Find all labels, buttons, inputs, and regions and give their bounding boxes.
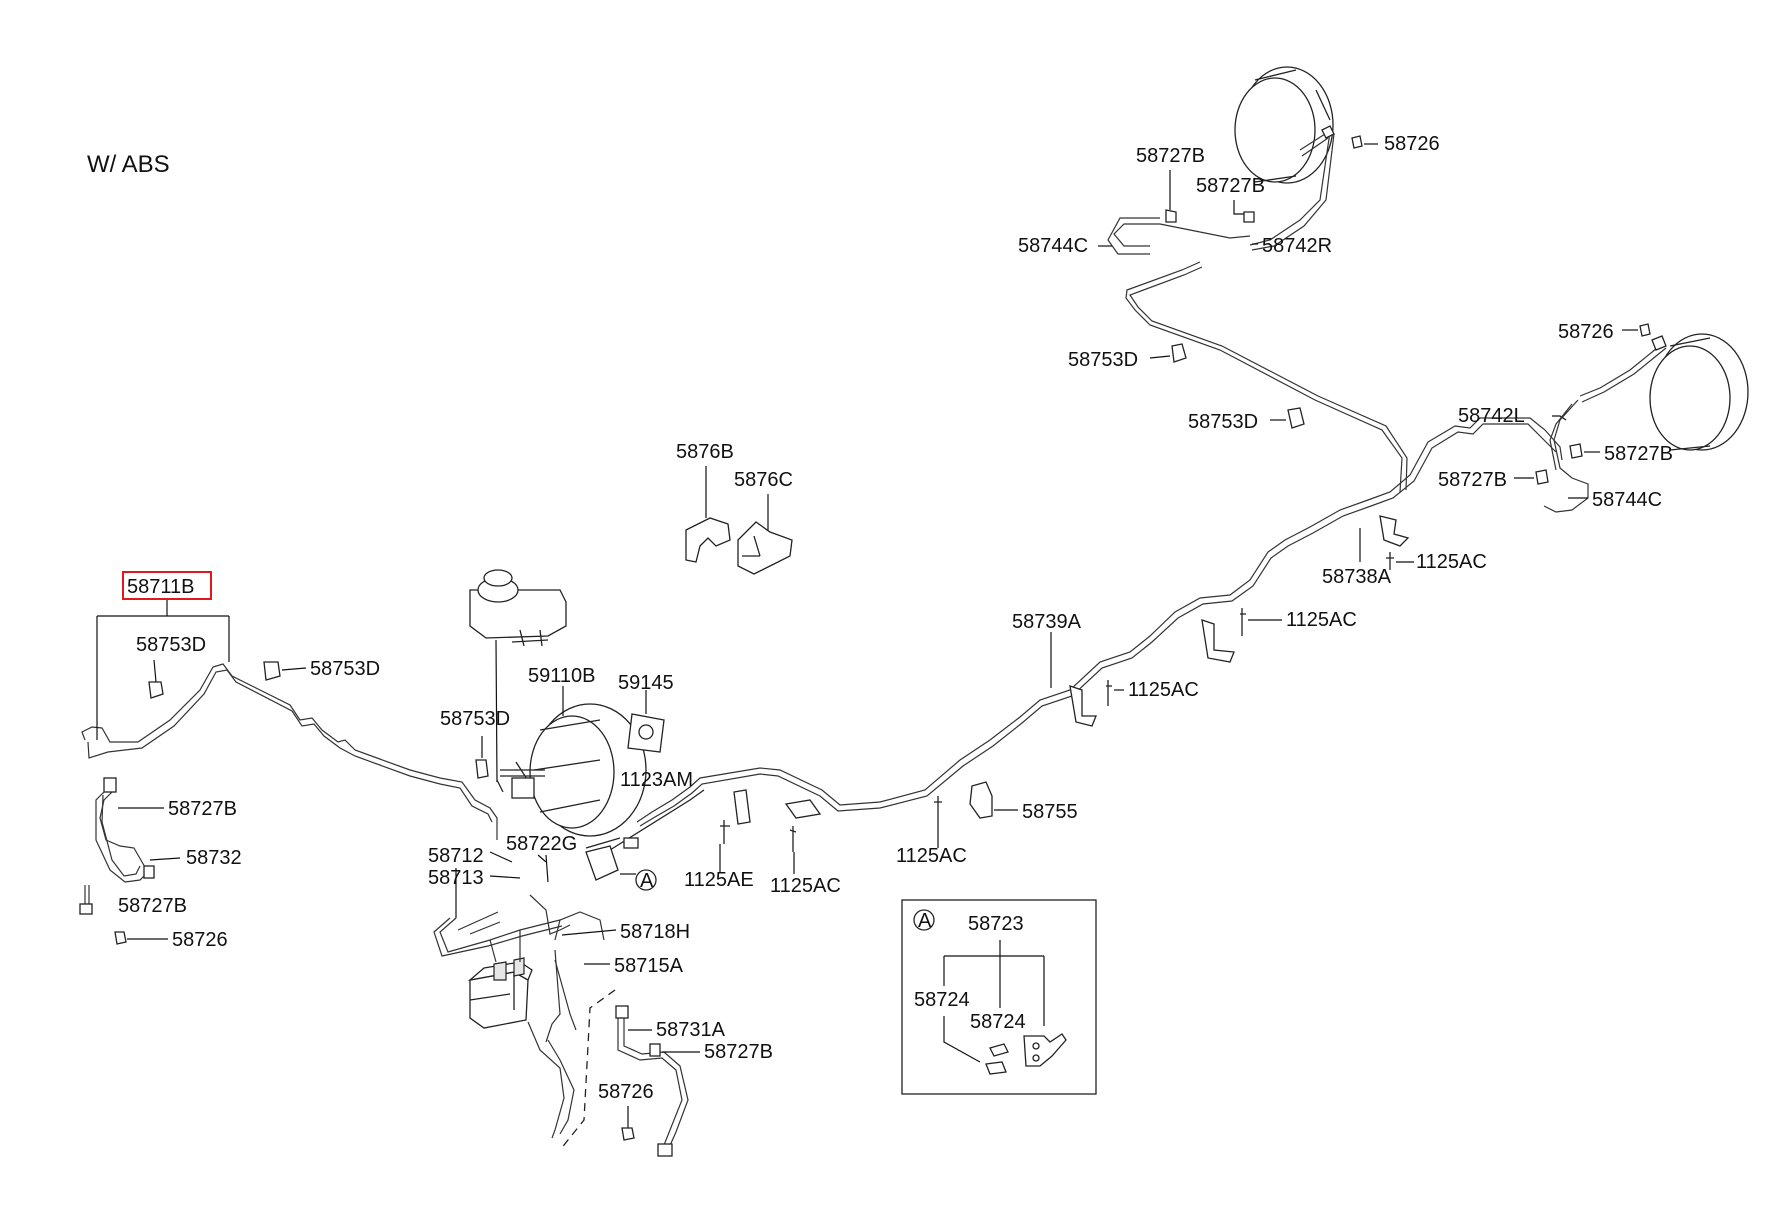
label-59110B[interactable]: 59110B bbox=[528, 665, 595, 687]
label-58727B-right[interactable]: 58727B bbox=[1604, 443, 1673, 465]
label-58742R[interactable]: 58742R bbox=[1262, 235, 1332, 257]
label-58744C-right[interactable]: 58744C bbox=[1592, 489, 1662, 511]
mount-bracket-58723 bbox=[1023, 1033, 1067, 1067]
label-58753D-right[interactable]: 58753D bbox=[1188, 411, 1258, 433]
label-58738A[interactable]: 58738A bbox=[1322, 566, 1392, 588]
label-58727B-right-lower[interactable]: 58727B bbox=[1438, 469, 1507, 491]
label-58755[interactable]: 58755 bbox=[1022, 801, 1078, 823]
fitting-58727B-rear-left bbox=[649, 1043, 661, 1057]
bolt-58726-rear-right bbox=[1351, 135, 1363, 149]
fitting-58731A bbox=[615, 1005, 629, 1019]
bushing-upper bbox=[989, 1043, 1009, 1057]
label-58726-rear-left-top[interactable]: 58726 bbox=[1558, 321, 1614, 343]
label-1125AC-lower[interactable]: 1125AC bbox=[896, 845, 967, 867]
diagram-title: W/ ABS bbox=[87, 151, 170, 178]
bracket-5876B bbox=[685, 517, 731, 563]
label-58718H[interactable]: 58718H bbox=[620, 921, 690, 943]
label-58727B-lower-left[interactable]: 58727B bbox=[118, 895, 187, 917]
callout-marker-label: A bbox=[640, 870, 654, 892]
reservoir-cap-top bbox=[483, 569, 513, 587]
detail-inset-A: A 58723 58724 58724 bbox=[901, 899, 1097, 1095]
highlight-box-58711B bbox=[122, 571, 212, 600]
label-58715A[interactable]: 58715A bbox=[614, 955, 684, 977]
label-58744C-top[interactable]: 58744C bbox=[1018, 235, 1088, 257]
clip-1125AC-mid bbox=[784, 799, 822, 819]
label-5876B[interactable]: 5876B bbox=[676, 441, 734, 463]
detail-box bbox=[901, 899, 1097, 1095]
label-58753D-upper[interactable]: 58753D bbox=[310, 658, 380, 680]
label-59145[interactable]: 59145 bbox=[618, 672, 674, 694]
bracket-group: 5876B 5876C bbox=[676, 441, 793, 575]
bolt-58726-left bbox=[114, 931, 127, 945]
middle-fasteners: 1125AE 1125AC 1125AC 58755 1125AC 1125AC… bbox=[684, 515, 1487, 897]
label-1125AE[interactable]: 1125AE bbox=[684, 869, 754, 891]
rear-right-brake: 58726 58727B 58727B 58744C 58742R 58753D… bbox=[1018, 66, 1440, 433]
inset-marker-A bbox=[913, 909, 935, 931]
label-58732[interactable]: 58732 bbox=[186, 847, 242, 869]
fitting-58727B-top-b bbox=[1243, 211, 1255, 223]
label-58727B-top-a[interactable]: 58727B bbox=[1136, 145, 1205, 167]
fitting-58727B-right bbox=[1569, 443, 1583, 459]
label-58723[interactable]: 58723 bbox=[968, 913, 1024, 935]
label-58724-a[interactable]: 58724 bbox=[914, 989, 970, 1011]
label-58726-left[interactable]: 58726 bbox=[172, 929, 228, 951]
clip-58753D-left bbox=[148, 681, 164, 699]
front-left-hose: 58711B 58753D 58753D 58727B 58732 58727B… bbox=[79, 571, 380, 951]
label-1125AC-center[interactable]: 1125AC bbox=[1286, 609, 1357, 631]
bolt-58726-rear-left-top bbox=[1639, 323, 1651, 337]
gasket-59145 bbox=[627, 713, 665, 753]
label-58726-rear-right[interactable]: 58726 bbox=[1384, 133, 1440, 155]
bracket-58755 bbox=[969, 781, 993, 819]
label-58711B[interactable]: 58711B bbox=[127, 576, 194, 598]
main-brake-pipes bbox=[81, 261, 1563, 912]
fitting-hose-rear-left bbox=[657, 1143, 673, 1157]
fitting-58727B-left bbox=[103, 777, 117, 793]
booster-face bbox=[529, 715, 615, 829]
label-58712[interactable]: 58712 bbox=[428, 845, 484, 867]
clip-58753D-mid bbox=[475, 759, 489, 779]
label-58727B-rear-left[interactable]: 58727B bbox=[704, 1041, 773, 1063]
fitting-hose-end bbox=[79, 903, 93, 915]
fitting-58727B-top-a bbox=[1165, 209, 1177, 223]
master-cylinder-group: 59110B 59145 58753D 1123AM A 58712 58713… bbox=[428, 569, 773, 1157]
bracket-5876C bbox=[737, 521, 793, 575]
callout-marker-A bbox=[635, 869, 657, 891]
valve-fitting bbox=[623, 837, 639, 849]
clip-1125AC-right bbox=[1379, 515, 1410, 547]
label-58753D-left[interactable]: 58753D bbox=[136, 634, 206, 656]
label-1125AC-right[interactable]: 1125AC bbox=[1416, 551, 1487, 573]
label-58753D-mid[interactable]: 58753D bbox=[440, 708, 510, 730]
drum-rear-left-inner bbox=[1649, 345, 1731, 451]
bushing-lower bbox=[985, 1061, 1007, 1075]
master-cylinder-body bbox=[511, 777, 535, 799]
proportioning-valve bbox=[585, 845, 619, 881]
label-58722G[interactable]: 58722G bbox=[506, 833, 577, 855]
label-58727B-top-b[interactable]: 58727B bbox=[1196, 175, 1265, 197]
label-1125AC-upper-mid[interactable]: 1125AC bbox=[1128, 679, 1199, 701]
label-58739A[interactable]: 58739A bbox=[1012, 611, 1082, 633]
label-1123AM[interactable]: 1123AM bbox=[620, 769, 693, 791]
label-1125AC-mid[interactable]: 1125AC bbox=[770, 875, 841, 897]
label-5876C[interactable]: 5876C bbox=[734, 469, 793, 491]
clip-1125AE bbox=[733, 789, 751, 825]
label-58727B-left[interactable]: 58727B bbox=[168, 798, 237, 820]
label-58724-b[interactable]: 58724 bbox=[970, 1011, 1026, 1033]
clip-58753D-top bbox=[1171, 343, 1187, 363]
label-58726-rear-left[interactable]: 58726 bbox=[598, 1081, 654, 1103]
label-58731A[interactable]: 58731A bbox=[656, 1019, 726, 1041]
clip-58753D-right bbox=[1287, 407, 1305, 429]
fitting-58727B-lower-left bbox=[143, 865, 155, 879]
drum-rear-right-inner bbox=[1234, 77, 1316, 183]
label-58742L[interactable]: 58742L bbox=[1458, 405, 1525, 427]
rear-left-brake: 58726 58742L 58727B 58727B 58744C bbox=[1438, 321, 1749, 513]
label-58753D-top[interactable]: 58753D bbox=[1068, 349, 1138, 371]
inset-marker-label: A bbox=[918, 910, 932, 932]
clip-1125AC-center bbox=[1201, 619, 1235, 663]
clip-1125AC-upper-mid bbox=[1069, 685, 1097, 727]
bolt-58726-rear-left bbox=[621, 1127, 635, 1141]
clip-58753D-upper bbox=[263, 661, 281, 681]
